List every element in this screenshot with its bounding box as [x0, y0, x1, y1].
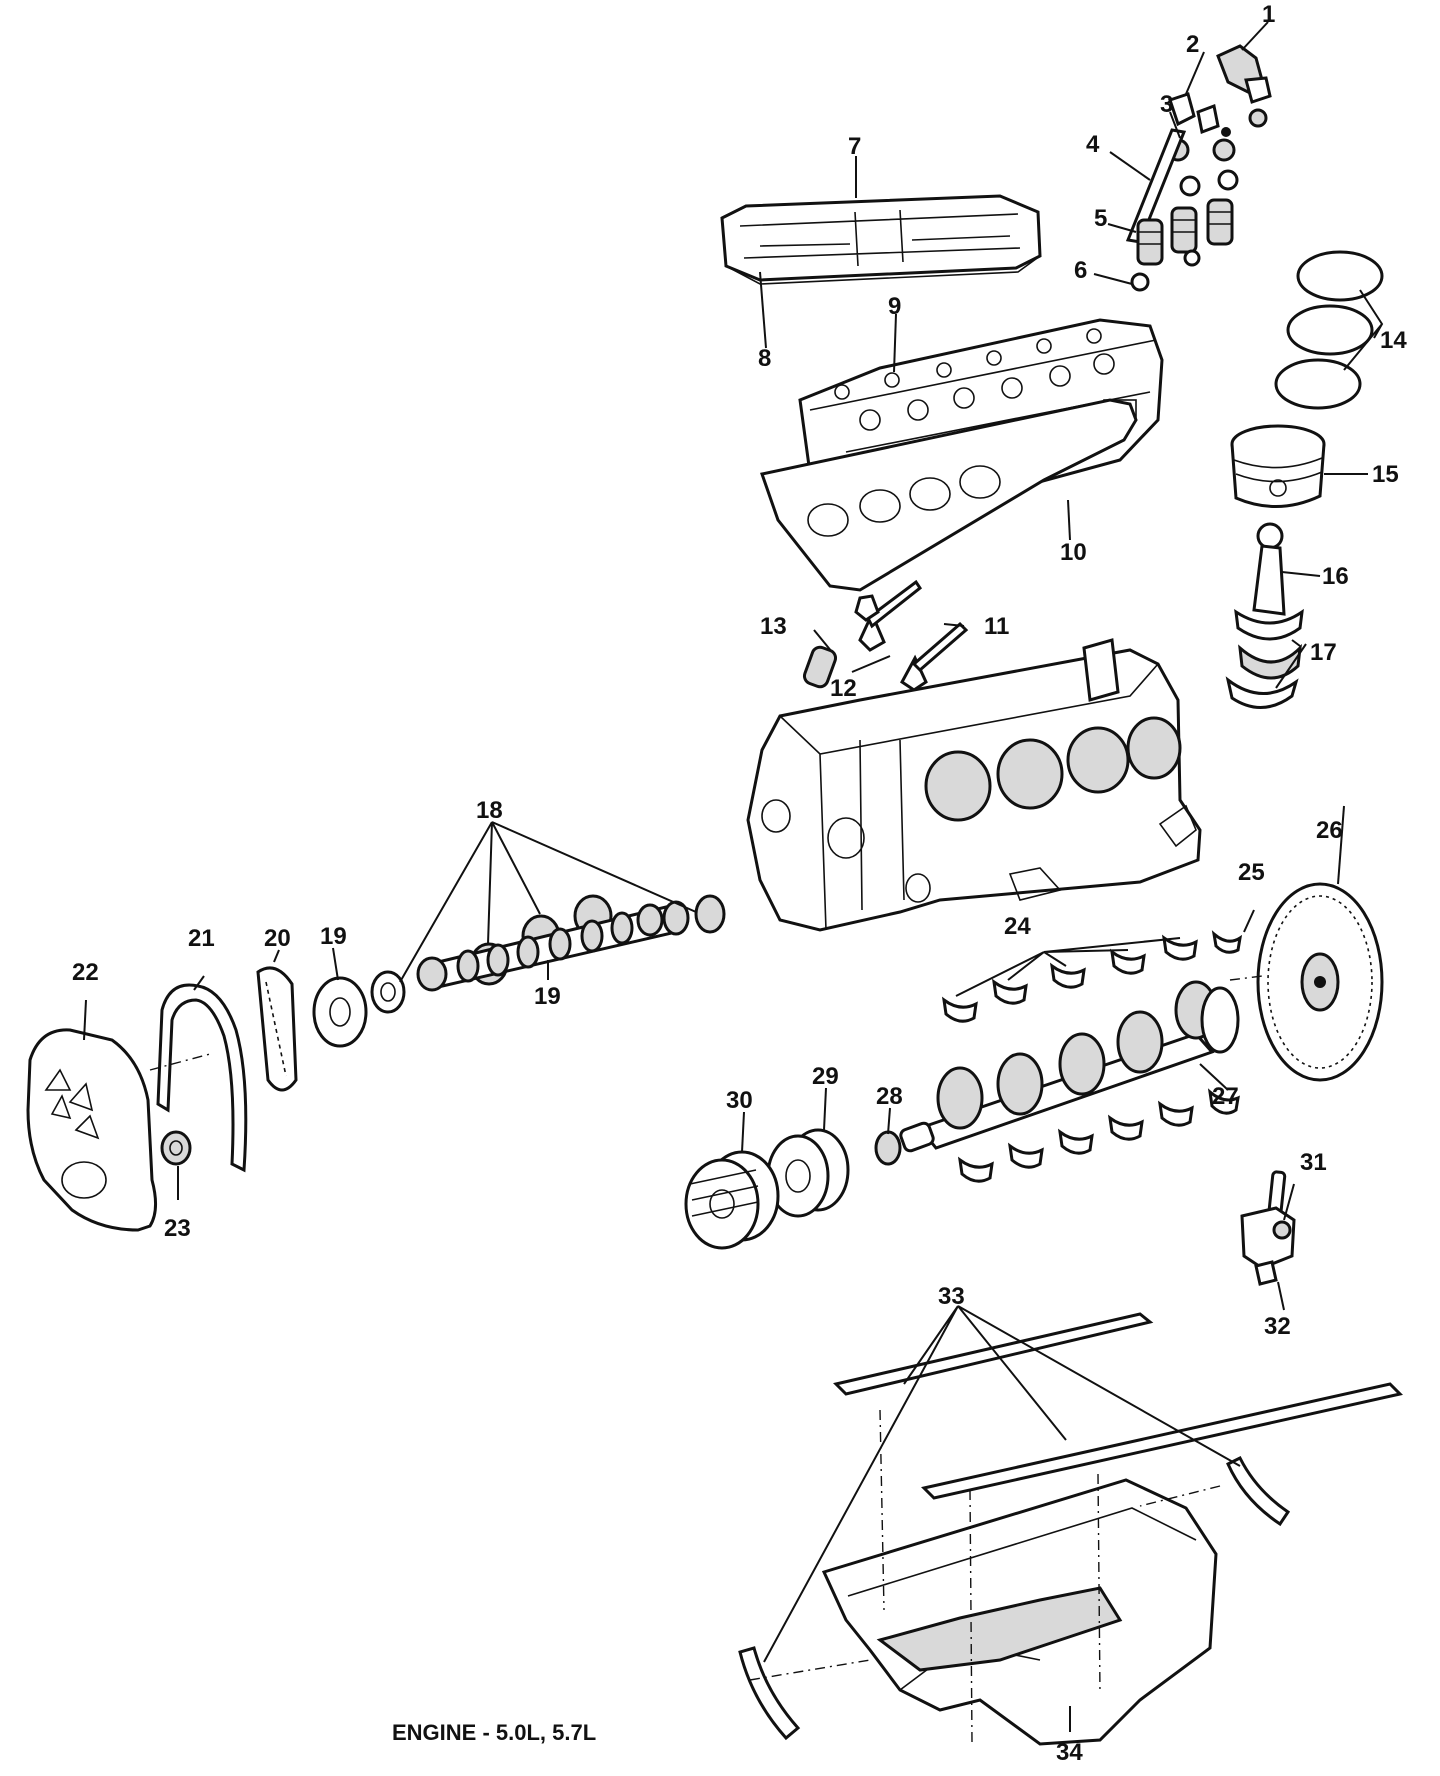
valves [854, 579, 969, 692]
callout-3: 7 [848, 133, 861, 160]
lifter [802, 645, 838, 689]
callout-33: 31 [1300, 1149, 1327, 1176]
callout-14: 19 [534, 983, 561, 1010]
rod-bearings [1225, 643, 1302, 709]
crank-sprocket [874, 1130, 902, 1166]
callout-31: 34 [1056, 1739, 1083, 1766]
callout-17: 21 [188, 925, 215, 952]
callout-4: 8 [758, 345, 771, 372]
callout-12: 4 [1086, 131, 1100, 158]
callout-22: 15 [1372, 461, 1399, 488]
cam-sprocket [312, 976, 368, 1048]
callout-32: 33 [938, 1283, 965, 1310]
callout-28: 29 [812, 1063, 839, 1090]
callout-7: 6 [1074, 257, 1087, 284]
engine-block [746, 638, 1202, 932]
centerlines [149, 975, 1263, 1071]
callout-10: 2 [1186, 31, 1199, 58]
valvetrain-parts [1125, 44, 1272, 292]
head-gasket [760, 398, 1138, 592]
callout-25: 24 [1004, 913, 1031, 940]
callout-1: 9 [888, 293, 901, 320]
flexplate [1256, 882, 1384, 1082]
callout-9: 3 [1160, 91, 1173, 118]
callout-19-cam: 19 [320, 923, 347, 950]
callout-34: 32 [1264, 1313, 1291, 1340]
crankshaft [899, 980, 1240, 1153]
callout-8: 5 [1094, 205, 1107, 232]
callout-20: 20 [264, 925, 291, 952]
callout-5: 11 [984, 613, 1009, 640]
callout-11: 1 [1262, 1, 1275, 28]
main-bearings [942, 930, 1243, 1183]
callout-15: 18 [476, 797, 503, 824]
harmonic-balancer [766, 1128, 850, 1218]
valve-cover [720, 194, 1042, 285]
callout-24: 17 [1310, 639, 1337, 666]
crank-pulley [684, 1150, 780, 1250]
front-seal [160, 1130, 192, 1166]
callout-21: 14 [1380, 327, 1407, 354]
callout-27: 25 [1238, 859, 1265, 886]
timing-chain [256, 966, 298, 1092]
piston-rings [1274, 250, 1384, 410]
callout-16: 23 [164, 1215, 191, 1242]
oil-pan-centerlines [749, 1409, 1221, 1743]
leader-lines [83, 21, 1384, 1732]
callout-29: 30 [726, 1087, 753, 1114]
callout-26: 27 [1212, 1083, 1239, 1110]
oil-pump [1240, 1170, 1296, 1286]
front-cover-gasket [156, 983, 248, 1173]
connecting-rod [1234, 522, 1304, 641]
diagram-caption: ENGINE - 5.0L, 5.7L [392, 1720, 596, 1745]
callout-labels: 1 2 3 4 5 6 7 8 9 10 11 12 13 14 15 16 1… [72, 1, 1407, 1766]
callout-30: 26 [1316, 817, 1343, 844]
callout-6: 12 [830, 675, 857, 702]
callout-23: 16 [1322, 563, 1349, 590]
cam-thrust [370, 970, 406, 1014]
callout-18: 22 [72, 959, 99, 986]
camshaft [416, 900, 690, 992]
callout-13: 13 [760, 613, 787, 640]
oil-pan-gaskets [738, 1312, 1403, 1741]
callout-2: 10 [1060, 539, 1087, 566]
front-cover [26, 1028, 157, 1232]
oil-pan [821, 1478, 1218, 1746]
callout-19-crank: 28 [876, 1083, 903, 1110]
piston [1230, 424, 1326, 508]
